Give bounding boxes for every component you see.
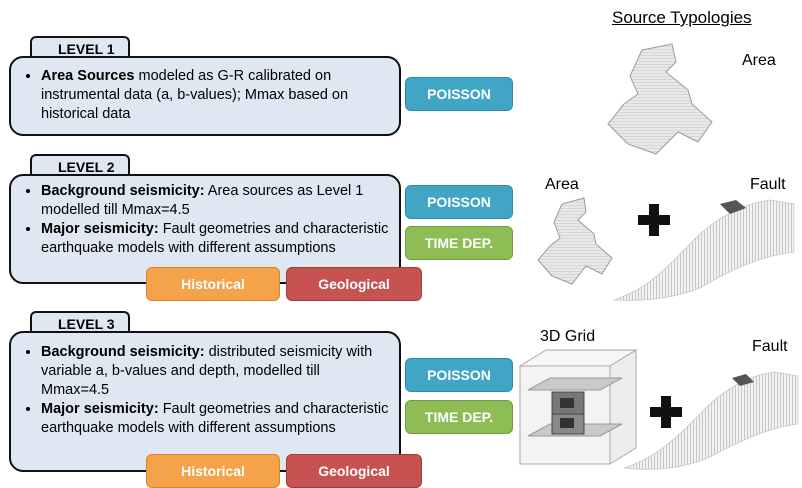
source-typologies-heading: Source Typologies <box>612 8 752 27</box>
level-2-title: LEVEL 2 <box>58 159 115 175</box>
level-2-poisson-tag: POISSON <box>405 185 513 219</box>
level-3-tab: LEVEL 3 <box>30 311 130 333</box>
level-3-geological-tag: Geological <box>286 454 422 488</box>
row3-3d-grid-label: 3D Grid <box>540 328 596 345</box>
level-1-poisson-tag: POISSON <box>405 77 513 111</box>
level-2-geological-tag: Geological <box>286 267 422 301</box>
level-3-bullet-2: Major seismicity: Fault geometries and c… <box>41 400 391 438</box>
area-source-illustration-large <box>607 43 713 155</box>
level-1-bullet-1: Area Sources modeled as G-R calibrated o… <box>41 67 391 124</box>
level-3-box: Background seismicity: distributed seism… <box>9 331 401 472</box>
row2-fault-label: Fault <box>750 176 786 193</box>
3d-grid-illustration <box>518 349 638 465</box>
level-1-box: Area Sources modeled as G-R calibrated o… <box>9 56 401 136</box>
level-3-bullet-1: Background seismicity: distributed seism… <box>41 343 391 400</box>
plus-icon-row3 <box>650 396 682 428</box>
row1-area-label: Area <box>742 52 776 69</box>
row2-area-label: Area <box>545 176 579 193</box>
area-source-illustration-small <box>537 197 613 285</box>
level-2-time-dep-tag: TIME DEP. <box>405 226 513 260</box>
level-1-tab: LEVEL 1 <box>30 36 130 58</box>
row3-fault-label: Fault <box>752 338 788 355</box>
level-3-poisson-tag: POISSON <box>405 358 513 392</box>
level-3-title: LEVEL 3 <box>58 316 115 332</box>
level-2-bullet-1: Background seismicity: Area sources as L… <box>41 182 391 220</box>
plus-icon <box>638 204 670 236</box>
level-2-box: Background seismicity: Area sources as L… <box>9 174 401 284</box>
fault-surface-illustration-row3 <box>623 371 799 470</box>
level-1-title: LEVEL 1 <box>58 41 115 57</box>
level-3-time-dep-tag: TIME DEP. <box>405 400 513 434</box>
level-2-tab: LEVEL 2 <box>30 154 130 176</box>
level-2-bullet-2: Major seismicity: Fault geometries and c… <box>41 220 391 258</box>
level-3-historical-tag: Historical <box>146 454 280 488</box>
level-2-historical-tag: Historical <box>146 267 280 301</box>
fault-surface-illustration-row2 <box>613 199 795 301</box>
